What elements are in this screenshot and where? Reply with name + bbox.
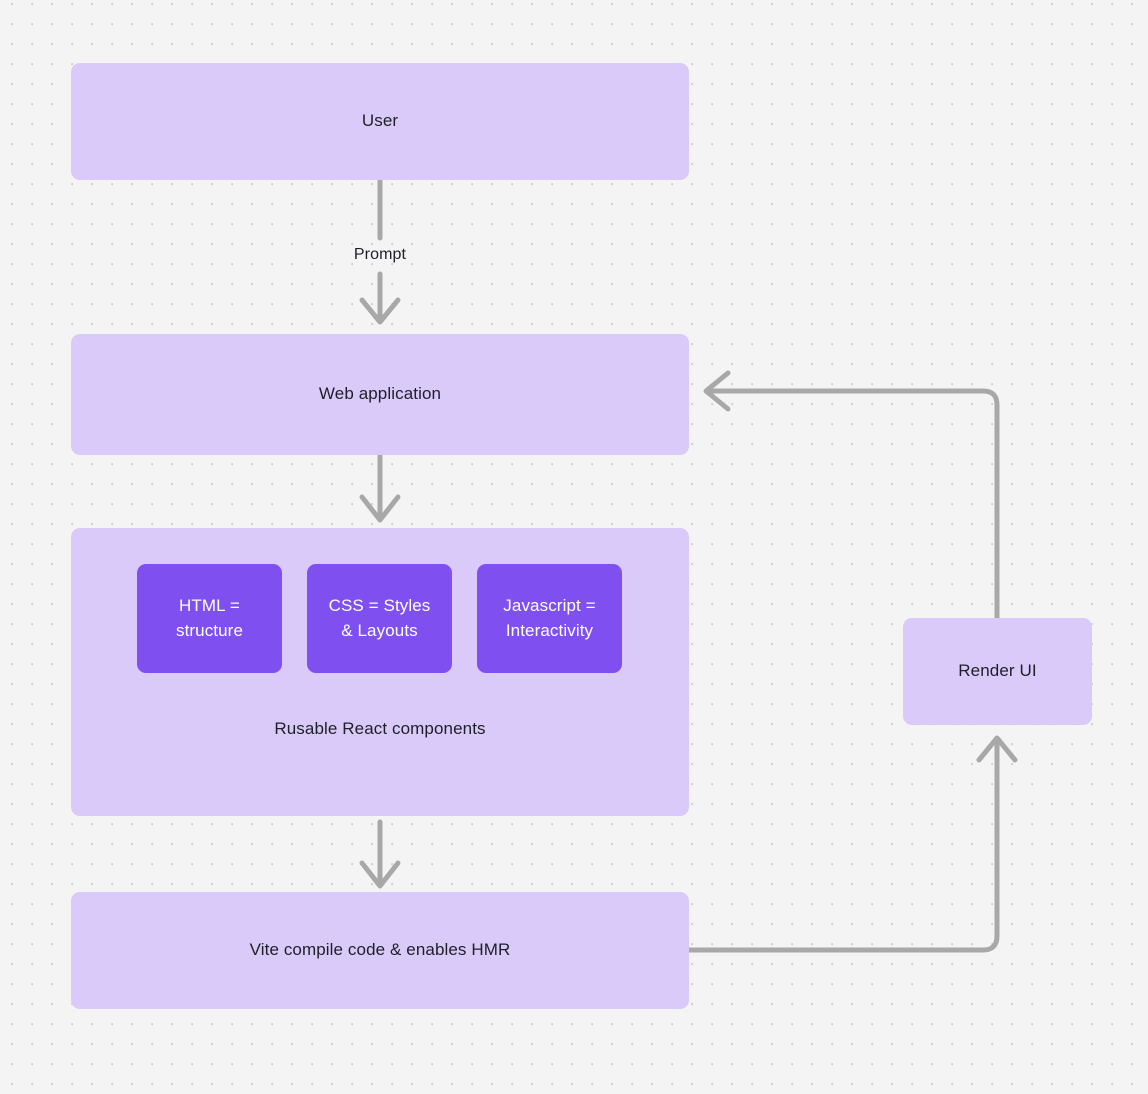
node-components-group-label: Rusable React components (274, 719, 486, 738)
edge-label-prompt: Prompt (353, 246, 407, 263)
node-css[interactable]: CSS = Styles & Layouts (307, 564, 452, 673)
edge-render-to-web (709, 388, 1000, 621)
node-vite[interactable]: Vite compile code & enables HMR (71, 892, 689, 1009)
node-user-label: User (361, 111, 399, 131)
node-javascript-label: Javascript = Interactivity (503, 595, 596, 640)
node-javascript[interactable]: Javascript = Interactivity (477, 564, 622, 673)
node-web-application-label: Web application (318, 384, 442, 404)
edge-vite-to-render-arrowhead (976, 735, 1018, 763)
node-render-ui-label: Render UI (958, 661, 1037, 681)
node-web-application[interactable]: Web application (71, 334, 689, 455)
edge-components-to-vite-arrowhead (359, 860, 401, 889)
edge-render-to-web-arrowhead (703, 370, 731, 412)
node-vite-label: Vite compile code & enables HMR (249, 940, 511, 960)
node-render-ui[interactable]: Render UI (903, 618, 1092, 725)
edge-user-to-web-arrowhead (359, 297, 401, 325)
node-css-label: CSS = Styles & Layouts (328, 595, 431, 640)
edge-web-to-components-arrowhead (359, 494, 401, 523)
node-user[interactable]: User (71, 63, 689, 180)
node-html[interactable]: HTML = structure (137, 564, 282, 673)
edge-vite-to-render (686, 741, 1000, 953)
node-html-label: HTML = structure (175, 595, 244, 640)
